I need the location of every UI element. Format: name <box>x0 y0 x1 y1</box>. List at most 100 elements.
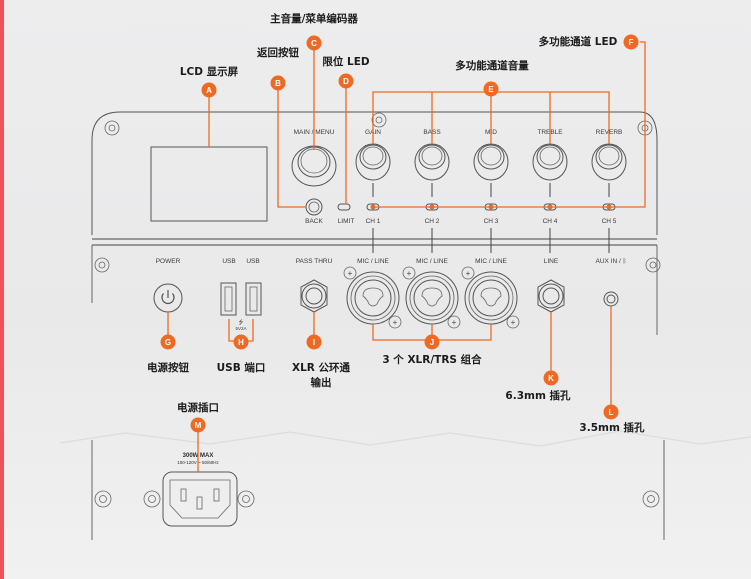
svg-text:+: + <box>393 318 398 327</box>
lower-panel-outline <box>59 245 751 540</box>
screw-icon <box>143 490 161 508</box>
iec-power-inlet[interactable] <box>162 471 238 527</box>
callout-letter: F <box>629 38 634 47</box>
callout-caption: 6.3mm 插孔 <box>505 389 571 402</box>
input-label: MIC / LINE <box>357 258 389 265</box>
channel-label: CH 5 <box>602 218 617 225</box>
screw-icon: + <box>402 266 416 280</box>
callout-caption: 主音量/菜单编码器 <box>270 12 358 25</box>
pass-thru-xlr-jack[interactable] <box>300 279 328 313</box>
aux-input-jack[interactable] <box>603 291 619 307</box>
callout-badge: E <box>483 81 499 97</box>
screw-icon <box>94 490 112 508</box>
channel-knob-5[interactable] <box>591 143 627 181</box>
callout-letter: M <box>195 421 202 430</box>
channel-knob-1[interactable] <box>355 143 391 181</box>
callout-caption: 3 个 XLR/TRS 组合 <box>382 353 482 366</box>
callout-badge: D <box>338 73 354 89</box>
callout-badge: L <box>603 404 619 420</box>
svg-text:+: + <box>466 269 471 278</box>
screw-icon <box>104 120 120 136</box>
callout-caption: XLR 公环通 <box>292 362 351 374</box>
back-label: BACK <box>305 218 323 225</box>
callout-letter: J <box>430 338 434 347</box>
callout-e: E 多功能通道音量 <box>455 59 529 97</box>
lcd-display <box>150 146 268 222</box>
callout-caption-line2: 输出 <box>311 376 332 389</box>
xlr-trs-combo-jack-2[interactable] <box>405 271 459 325</box>
channel-label: CH 1 <box>366 218 381 225</box>
screw-icon <box>642 490 660 508</box>
callout-caption: 多功能通道音量 <box>455 59 529 72</box>
callout-d: D 限位 LED <box>322 55 370 89</box>
screw-icon: + <box>506 315 520 329</box>
callout-letter: I <box>313 338 315 347</box>
callout-badge: H <box>233 334 249 350</box>
line-input-jack[interactable] <box>537 279 565 313</box>
callout-letter: L <box>609 408 614 417</box>
channel-label: CH 3 <box>484 218 499 225</box>
channel-divider-lines <box>372 183 610 253</box>
callout-c: C 主音量/菜单编码器 <box>270 12 358 51</box>
xlr-trs-combo-jack-3[interactable] <box>464 271 518 325</box>
usb-port-2[interactable] <box>245 282 262 316</box>
screw-icon: + <box>447 315 461 329</box>
callout-letter: B <box>275 79 281 88</box>
power-button[interactable] <box>153 283 183 313</box>
usb-symbol-icon: ⭍ <box>239 318 244 326</box>
callout-badge: F <box>623 34 639 50</box>
limit-label: LIMIT <box>338 218 355 225</box>
main-menu-encoder-knob[interactable] <box>291 145 337 187</box>
callout-b: B 返回按钮 <box>257 46 299 91</box>
screw-icon: + <box>388 315 402 329</box>
screw-icon: + <box>461 266 475 280</box>
power-label: POWER <box>156 258 181 265</box>
input-label: LINE <box>544 258 559 265</box>
callout-badge: M <box>190 417 206 433</box>
usb-rating-label: 5V2A <box>235 326 246 331</box>
callout-caption: 电源插口 <box>177 401 219 414</box>
pass-thru-label: PASS THRU <box>296 258 333 265</box>
callout-caption: 多功能通道 LED <box>539 35 618 48</box>
callout-badge: A <box>201 82 217 98</box>
usb-label-1: USB <box>222 258 235 265</box>
callout-letter: G <box>165 338 171 347</box>
channel-knob-4[interactable] <box>532 143 568 181</box>
callout-g: G 电源按钮 <box>147 334 189 374</box>
callout-badge: J <box>424 334 440 350</box>
limit-led <box>337 203 351 211</box>
svg-text:+: + <box>511 318 516 327</box>
screw-icon <box>371 112 387 128</box>
callout-k: K 6.3mm 插孔 <box>505 370 571 402</box>
callout-leaders <box>167 41 646 472</box>
callout-caption: 电源按钮 <box>147 361 189 374</box>
callout-caption: 限位 LED <box>322 55 370 68</box>
callout-letter: D <box>343 77 349 86</box>
usb-label-2: USB <box>246 258 259 265</box>
screw-icon: + <box>343 266 357 280</box>
usb-port-1[interactable] <box>220 282 237 316</box>
upper-panel-outline <box>91 111 658 246</box>
left-accent-stripe <box>0 0 4 579</box>
channel-knob-3[interactable] <box>473 143 509 181</box>
back-button[interactable] <box>305 198 323 216</box>
callout-letter: C <box>311 39 317 48</box>
callout-letter: K <box>548 374 554 383</box>
xlr-trs-combo-jack-1[interactable] <box>346 271 400 325</box>
channel-label: CH 4 <box>543 218 558 225</box>
callout-letter: A <box>206 86 212 95</box>
callout-badge: C <box>306 35 322 51</box>
svg-text:+: + <box>452 318 457 327</box>
callout-badge: I <box>306 334 322 350</box>
svg-text:+: + <box>348 269 353 278</box>
screw-icon <box>645 257 661 273</box>
channel-label: CH 2 <box>425 218 440 225</box>
callout-badge: K <box>543 370 559 386</box>
callout-caption: 返回按钮 <box>257 46 299 59</box>
channel-knob-2[interactable] <box>414 143 450 181</box>
callout-caption: 3.5mm 插孔 <box>579 421 645 434</box>
